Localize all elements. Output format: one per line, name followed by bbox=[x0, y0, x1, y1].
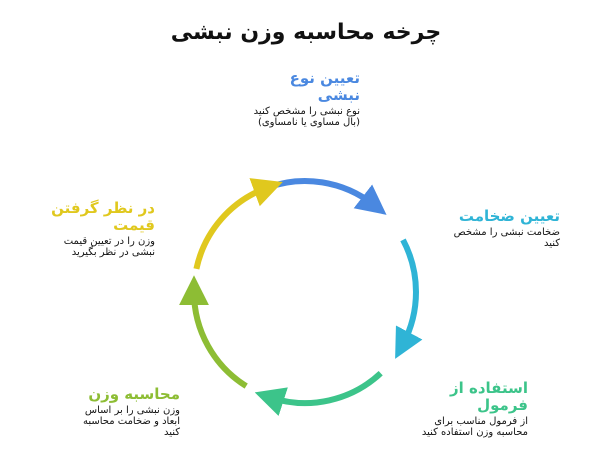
step-1: تعیین نوع نبشی نوع نبشی را مشخص کنید (با… bbox=[250, 69, 360, 129]
step-2: تعیین ضخامت ضخامت نبشی را مشخص کنید bbox=[445, 207, 560, 250]
step-2-description: ضخامت نبشی را مشخص کنید bbox=[453, 227, 560, 249]
step-1-description: نوع نبشی را مشخص کنید (بال مساوی یا نامس… bbox=[253, 106, 360, 128]
diagram-title: چرخه محاسبه وزن نبشی bbox=[170, 20, 442, 45]
cycle-arrow-4 bbox=[179, 275, 248, 389]
step-1-heading: تعیین نوع نبشی bbox=[289, 69, 360, 104]
cycle-arrow-3 bbox=[254, 371, 383, 416]
step-5-heading: در نظر گرفتن قیمت bbox=[51, 199, 155, 234]
step-3-description: از فرمول مناسب برای محاسبه وزن استفاده ک… bbox=[421, 416, 528, 438]
step-2-heading: تعیین ضخامت bbox=[458, 207, 560, 225]
step-3-heading: استفاده از فرمول bbox=[450, 379, 528, 414]
step-4-heading: محاسبه وزن bbox=[88, 385, 180, 403]
step-5-description: وزن را در تعیین قیمت نبشی در نظر بگیرید bbox=[63, 236, 155, 258]
cycle-arrow-2 bbox=[395, 238, 423, 359]
step-5: در نظر گرفتن قیمت وزن را در تعیین قیمت ن… bbox=[45, 199, 155, 259]
cycle-arrow-1 bbox=[265, 178, 387, 215]
step-4-description: وزن نبشی را بر اساس ابعاد و ضخامت محاسبه… bbox=[82, 405, 180, 438]
cycle-arrow-5 bbox=[193, 178, 283, 270]
step-4: محاسبه وزن وزن نبشی را بر اساس ابعاد و ض… bbox=[68, 385, 180, 439]
step-3: استفاده از فرمول از فرمول مناسب برای محا… bbox=[420, 379, 528, 439]
